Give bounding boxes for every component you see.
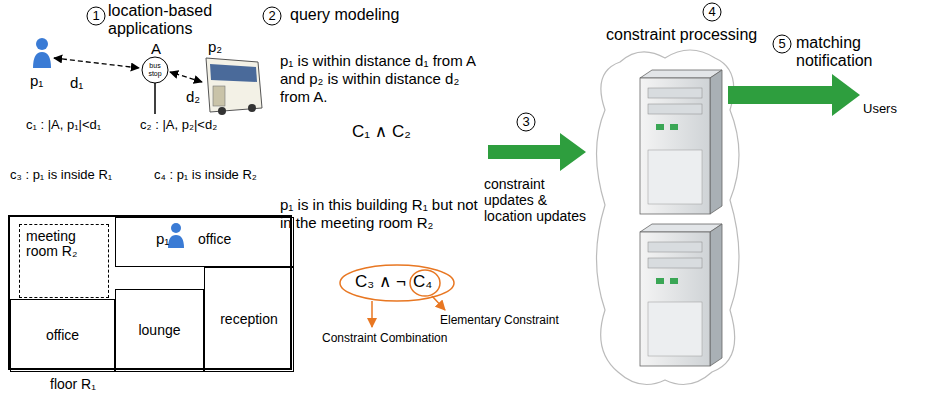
object-label: p₂ <box>208 38 232 55</box>
server-icon <box>640 70 722 214</box>
constraint-formula: c₁ : |A, p₁|<d₁ <box>26 118 138 133</box>
object-label: p₁ <box>30 72 54 89</box>
flow-arrow <box>728 74 860 116</box>
room-label: meeting room R₂ <box>26 229 96 260</box>
room-label: reception <box>220 312 278 327</box>
room-box: p₁ office <box>115 217 294 267</box>
step-title: location-based applications <box>108 2 233 39</box>
step-title: constraint processing <box>606 26 782 44</box>
room-label: lounge <box>138 323 180 338</box>
distance-label: d₁ <box>70 74 94 91</box>
orange-annotation <box>340 265 454 327</box>
constraint-combination: C₁ ∧ C₂ <box>352 122 442 142</box>
room-box: meeting room R₂ <box>19 224 109 298</box>
plan-title: floor R₁ <box>50 377 96 392</box>
constraint-formula: c₄ : p₁ is inside R₂ <box>154 168 294 183</box>
floor-plan: floor R₁meeting room R₂p₁officeofficelou… <box>8 215 292 370</box>
room-box: reception <box>204 267 294 372</box>
distance-label: d₂ <box>186 88 210 105</box>
server-icon <box>640 224 722 366</box>
step-number: 5 <box>773 35 791 53</box>
step-number: 1 <box>87 7 105 25</box>
stop-sign-text: bus stop <box>143 62 167 78</box>
room-box: lounge <box>115 289 204 372</box>
flow-arrow <box>488 133 586 171</box>
step-number: 3 <box>517 113 535 131</box>
arrow-label: matching notification <box>796 34 906 70</box>
step-title: query modeling <box>290 6 450 24</box>
query-text: p₁ is in this building R₁ but not in the… <box>280 196 480 232</box>
cloud-outline <box>597 50 740 385</box>
room-label: p₁ <box>156 231 169 248</box>
constraint-formula: c₂ : |A, p₂|<d₂ <box>140 118 252 133</box>
step-number: 4 <box>703 3 721 21</box>
step-circles <box>87 3 791 131</box>
bus-stop-symbol <box>142 57 168 114</box>
step-number: 2 <box>263 7 281 25</box>
arrow-label: constraint updates & location updates <box>484 176 596 224</box>
query-text: p₁ is within distance d₁ from A and p₂ i… <box>280 52 480 106</box>
target-label: Users <box>863 102 923 117</box>
annotation-label: Constraint Combination <box>322 332 492 346</box>
constraint-combination: C₃ ∧ ¬ <box>355 272 411 292</box>
person-icon <box>33 38 51 68</box>
room-label: office <box>46 328 79 343</box>
room-label: office <box>198 232 231 247</box>
stop-label: A <box>149 40 163 57</box>
annotation-label: Elementary Constraint <box>440 314 590 328</box>
constraint-formula: c₃ : p₁ is inside R₁ <box>10 168 150 183</box>
room-box: office <box>10 299 115 372</box>
person-icon <box>168 223 184 248</box>
elementary-constraint: C₄ <box>413 272 439 292</box>
bus-icon <box>206 58 262 115</box>
